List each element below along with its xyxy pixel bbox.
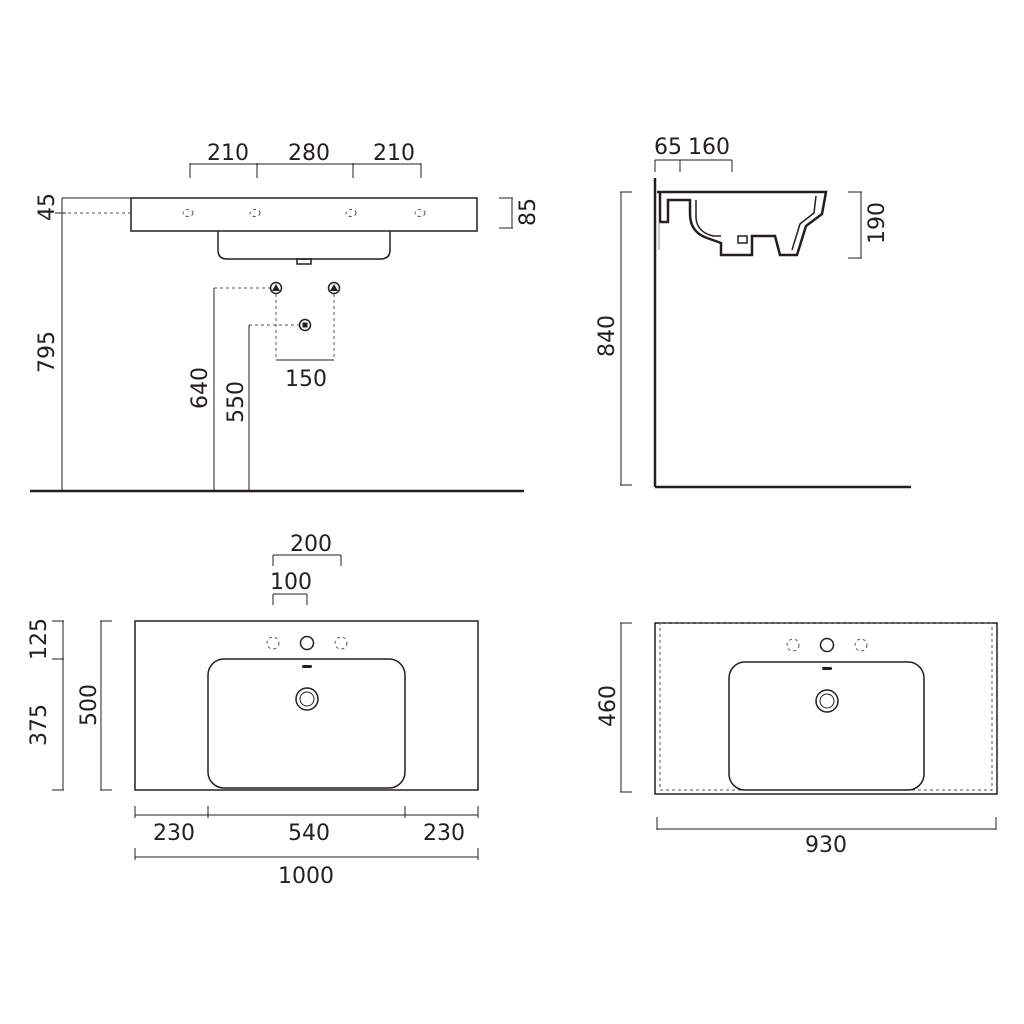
dim-width-1000: 1000 bbox=[278, 864, 334, 889]
dim-supply-spacing: 150 bbox=[285, 367, 327, 392]
dim-bowl-width: 540 bbox=[288, 821, 330, 846]
tap-hole-icon bbox=[414, 209, 426, 217]
tap-hole-icon bbox=[819, 637, 835, 653]
drain-icon bbox=[815, 689, 839, 713]
dim-hole-spacing-right: 210 bbox=[373, 141, 415, 166]
side-basin-profile bbox=[657, 190, 828, 257]
dim-front-depth: 125 bbox=[27, 618, 52, 660]
dim-depth-500: 500 bbox=[77, 684, 102, 726]
dim-drain-height: 550 bbox=[224, 381, 249, 423]
dim-top-offset: 45 bbox=[35, 193, 60, 221]
front-basin-slab bbox=[130, 197, 478, 232]
tap-hole-icon bbox=[299, 635, 315, 651]
tap-hole-icon bbox=[266, 636, 280, 650]
tap-hole-icon bbox=[182, 209, 194, 217]
front-drain-stub bbox=[296, 258, 312, 265]
front-basin-bowl bbox=[217, 231, 391, 260]
dim-cabinet-depth: 460 bbox=[596, 685, 621, 727]
dim-hole-spacing-left: 210 bbox=[207, 141, 249, 166]
side-view: 65 160 190 840 bbox=[595, 135, 911, 489]
dim-hole-spacing-middle: 280 bbox=[288, 141, 330, 166]
tap-hole-icon bbox=[334, 636, 348, 650]
supply-left-icon bbox=[269, 281, 283, 295]
dim-cabinet-width: 930 bbox=[805, 833, 847, 858]
overflow-icon bbox=[302, 665, 312, 668]
cabinet-view: 460 930 bbox=[596, 622, 998, 858]
dim-height-795: 795 bbox=[35, 331, 60, 373]
cabinet-outline bbox=[654, 622, 998, 795]
overflow-icon bbox=[822, 667, 832, 670]
cabinet-bowl-outline bbox=[728, 661, 925, 791]
tap-hole-icon bbox=[786, 638, 800, 652]
dim-taps-inner: 100 bbox=[270, 570, 312, 595]
dim-rim-depth: 65 bbox=[654, 135, 682, 160]
dim-bowl-depth: 190 bbox=[865, 202, 890, 244]
dim-supply-height: 640 bbox=[188, 367, 213, 409]
cabinet-hidden-outline bbox=[659, 622, 993, 791]
dim-tap-offset: 160 bbox=[688, 135, 730, 160]
dim-height-840: 840 bbox=[595, 315, 620, 357]
tap-hole-icon bbox=[249, 209, 261, 217]
front-view: 210 280 210 45 795 85 bbox=[30, 141, 541, 493]
supply-right-icon bbox=[327, 281, 341, 295]
tap-hole-icon bbox=[345, 209, 357, 217]
dim-thickness: 85 bbox=[516, 198, 541, 226]
top-view: 200 100 125 375 500 230 540 230 1000 bbox=[27, 532, 479, 889]
dim-taps-outer: 200 bbox=[290, 532, 332, 557]
top-basin-outline bbox=[134, 620, 479, 791]
dim-bowl-length: 375 bbox=[27, 704, 52, 746]
dim-right-margin: 230 bbox=[423, 821, 465, 846]
top-bowl-outline bbox=[207, 658, 406, 789]
drain-icon bbox=[295, 687, 319, 711]
tap-hole-icon bbox=[854, 638, 868, 652]
drain-outlet-icon bbox=[298, 318, 312, 332]
dim-left-margin: 230 bbox=[153, 821, 195, 846]
